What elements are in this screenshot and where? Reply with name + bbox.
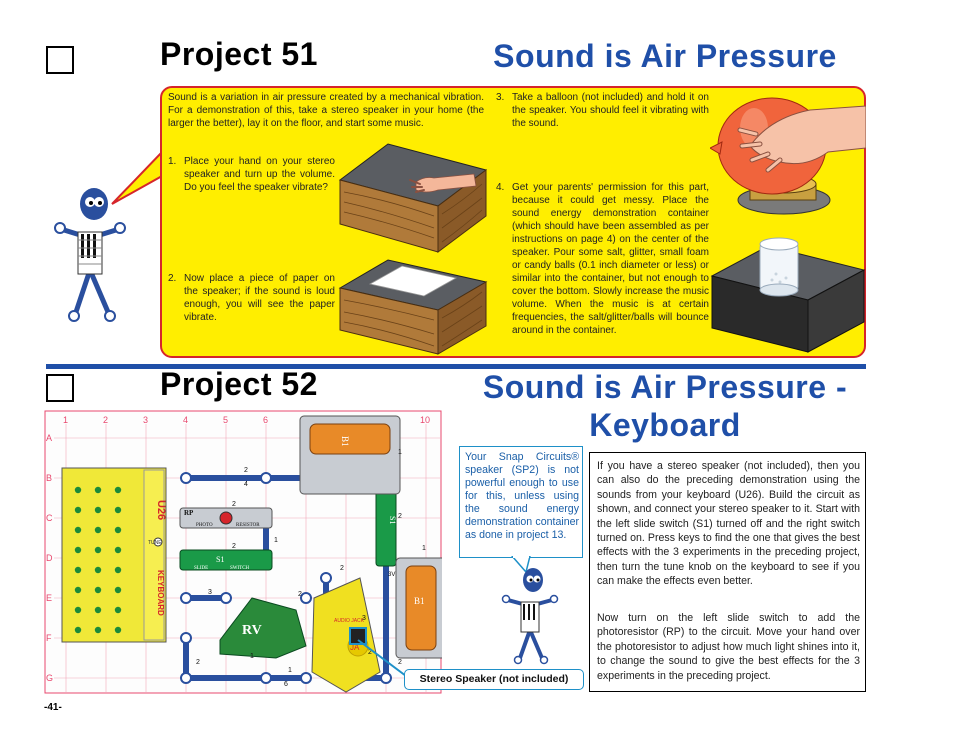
wire-number: 1 xyxy=(250,653,254,660)
step-2-text: Now place a piece of paper on the speake… xyxy=(184,273,335,323)
project-51-title: Project 51 xyxy=(160,36,318,72)
instructions-paragraph-2: Now turn on the left slide switch to add… xyxy=(597,612,860,682)
wire-number: 3 xyxy=(362,615,366,622)
tune-label: TUNE xyxy=(148,540,162,546)
switch-label: SWITCH xyxy=(230,566,250,571)
row-label: D xyxy=(46,553,53,563)
step-1: 1. Place your hand on your stereo speake… xyxy=(168,155,335,194)
step-2-number: 2. xyxy=(168,273,177,284)
ja-label: JA xyxy=(350,643,360,652)
column-label: 2 xyxy=(103,415,108,425)
column-label: 10 xyxy=(420,415,430,425)
battery-b1-top: B1 xyxy=(299,415,401,495)
project-52-instructions: If you have a stereo speaker (not includ… xyxy=(589,452,866,692)
wire-number: 2 xyxy=(398,513,402,520)
wire-number: 2 xyxy=(340,565,344,572)
column-label: 5 xyxy=(223,415,228,425)
step-3-text: Take a balloon (not included) and hold i… xyxy=(512,92,709,129)
row-label: G xyxy=(46,673,53,683)
project-51-intro: Sound is a variation in air pressure cre… xyxy=(168,92,484,129)
wire-number: 3 xyxy=(208,589,212,596)
b1-top-label: B1 xyxy=(340,436,350,447)
s1-label: S1 xyxy=(216,555,224,564)
note-pointer xyxy=(511,556,531,574)
s1-label-right: S1 xyxy=(388,516,397,524)
instructions-paragraph-1: If you have a stereo speaker (not includ… xyxy=(597,460,860,588)
mascot-robot-1 xyxy=(54,188,126,322)
circuit-diagram: 1 2 3 4 5 6 10 A B C D E F G U26 KEYBOAR… xyxy=(44,410,453,694)
project-52-title: Project 52 xyxy=(160,366,318,402)
stereo-speaker-callout: Stereo Speaker (not included) xyxy=(404,669,584,690)
step-4-text: Get your parents' permission for this pa… xyxy=(512,182,709,336)
section-divider xyxy=(46,364,866,369)
slide-switch-left[interactable]: S1 SLIDE SWITCH xyxy=(179,549,273,571)
project-52-subtitle-line2: Keyboard xyxy=(589,407,741,443)
photoresistor-rp: RP PHOTO RESISTOR xyxy=(179,507,273,529)
circuit-diagram-svg: 1 2 3 4 5 6 10 A B C D E F G U26 KEYBOAR… xyxy=(44,410,453,694)
callout-leader-line xyxy=(357,639,407,677)
project-51-subtitle: Sound is Air Pressure xyxy=(493,38,837,74)
column-label: 6 xyxy=(263,415,268,425)
b1-right-label: B1 xyxy=(414,596,425,606)
step-1-number: 1. xyxy=(168,156,177,167)
project-52-subtitle-line1: Sound is Air Pressure - xyxy=(482,369,848,405)
wire-number: 2 xyxy=(196,659,200,666)
wire-number: 2 xyxy=(298,591,302,598)
rp-label: RP xyxy=(184,509,194,517)
resistor-label: RESISTOR xyxy=(236,523,260,528)
speaker-container-illustration xyxy=(710,237,866,353)
step-2: 2. Now place a piece of paper on the spe… xyxy=(168,272,335,324)
wire-number: 1 xyxy=(288,667,292,674)
column-label: 4 xyxy=(183,415,188,425)
speaker-paper-illustration xyxy=(338,259,488,355)
project-51-checkbox[interactable] xyxy=(46,46,74,74)
row-label: C xyxy=(46,513,53,523)
project-52-checkbox[interactable] xyxy=(46,374,74,402)
speaker-note-box: Your Snap Circuits® speaker (SP2) is not… xyxy=(459,446,583,558)
step-3-number: 3. xyxy=(496,92,505,103)
speaker-hand-illustration xyxy=(338,143,488,253)
wire-number: 1 xyxy=(422,545,426,552)
step-4: 4. Get your parents' permission for this… xyxy=(496,181,709,337)
row-label: F xyxy=(46,633,52,643)
variable-resistor-rv: RV xyxy=(219,597,307,659)
column-label: 3 xyxy=(143,415,148,425)
wire-number: 2 xyxy=(398,659,402,666)
step-1-text: Place your hand on your stereo speaker a… xyxy=(184,156,335,193)
row-label: A xyxy=(46,433,52,443)
keyboard-id-label: U26 xyxy=(155,500,167,520)
wire-number: 2 xyxy=(232,543,236,550)
wire-number: 2 xyxy=(244,467,248,474)
balloon-hand-illustration xyxy=(710,97,866,215)
slide-label: SLIDE xyxy=(194,566,208,571)
wire-number: 1 xyxy=(274,537,278,544)
column-label: 1 xyxy=(63,415,68,425)
row-label: B xyxy=(46,473,52,483)
mascot-robot-2 xyxy=(501,568,559,665)
audio-jack-ja: JA AUDIO JACK xyxy=(311,577,381,693)
photo-label: PHOTO xyxy=(196,523,213,528)
wire-number: 4 xyxy=(244,481,248,488)
keyboard-u26: U26 KEYBOARD TUNE xyxy=(61,467,167,643)
keyboard-label: KEYBOARD xyxy=(156,570,165,616)
wire-number: 1 xyxy=(398,449,402,456)
speaker-note-text: Your Snap Circuits® speaker (SP2) is not… xyxy=(465,451,579,541)
voltage-label: 3V xyxy=(388,572,395,578)
wire-number: 6 xyxy=(284,681,288,688)
audio-jack-label: AUDIO JACK xyxy=(334,618,365,624)
step-3: 3. Take a balloon (not included) and hol… xyxy=(496,91,709,130)
wire-number: 2 xyxy=(368,649,372,656)
page-number: -41- xyxy=(44,702,62,713)
wire-number: 2 xyxy=(232,501,236,508)
rv-label: RV xyxy=(242,623,262,638)
row-label: E xyxy=(46,593,52,603)
step-4-number: 4. xyxy=(496,182,505,193)
battery-b1-right: B1 3V xyxy=(388,557,453,659)
